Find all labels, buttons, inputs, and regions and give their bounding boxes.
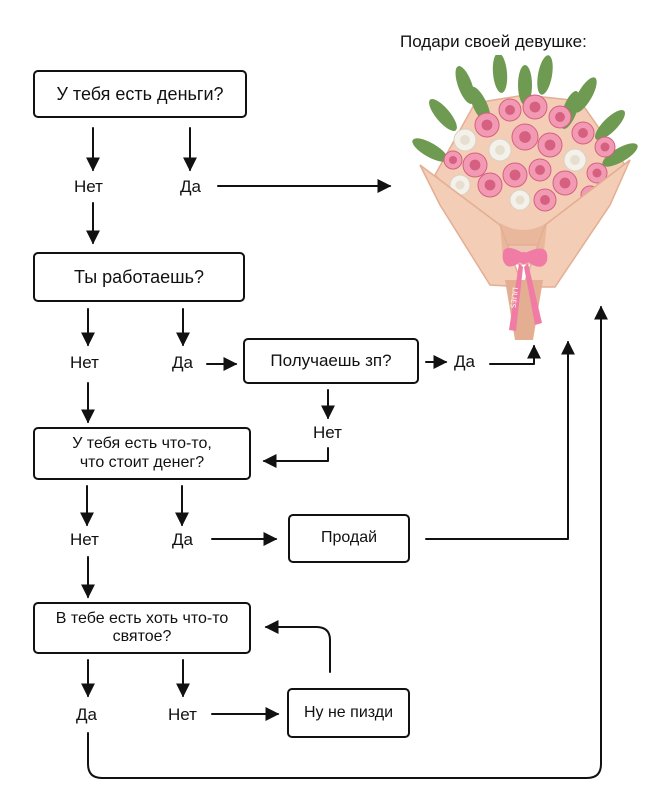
arrow-sell-to-bouquet bbox=[425, 340, 575, 540]
leaf bbox=[518, 65, 532, 105]
question-money-text: У тебя есть деньги? bbox=[56, 83, 224, 104]
flower bbox=[548, 105, 572, 129]
leaf bbox=[492, 55, 508, 93]
label-money-no: Нет bbox=[74, 177, 103, 196]
leaf bbox=[429, 99, 457, 131]
question-salary-box: Получаешь зп? bbox=[243, 338, 419, 384]
action-sell-box: Продай bbox=[288, 514, 410, 563]
label-work-yes: Да bbox=[172, 353, 193, 372]
action-sell-text: Продай bbox=[320, 529, 378, 547]
leaf bbox=[573, 77, 597, 113]
flower bbox=[563, 148, 587, 172]
flower bbox=[453, 128, 477, 152]
question-valuable-line1: У тебя есть что-то, bbox=[72, 435, 212, 453]
flower bbox=[522, 94, 548, 120]
flower bbox=[511, 123, 539, 151]
header-title: Подари своей девушке: bbox=[400, 32, 587, 51]
leaf bbox=[537, 55, 553, 95]
flower bbox=[594, 136, 616, 158]
flower bbox=[509, 189, 531, 211]
label-work-no: Нет bbox=[70, 353, 99, 372]
flower bbox=[502, 162, 528, 188]
arrow-salary-yes-to-bouquet bbox=[489, 344, 541, 365]
leaf bbox=[412, 138, 448, 162]
question-holy-line1: В тебе есть хоть что-то bbox=[55, 609, 229, 627]
question-salary-text: Получаешь зп? bbox=[270, 351, 392, 371]
flower bbox=[552, 170, 578, 196]
flower bbox=[537, 132, 563, 158]
question-work-box: Ты работаешь? bbox=[33, 252, 245, 302]
flower bbox=[474, 112, 500, 138]
answer-dont-lie-box: Ну не пизди bbox=[287, 688, 410, 738]
flower bbox=[462, 152, 488, 178]
question-holy-line2: святое? bbox=[112, 628, 172, 645]
flower bbox=[528, 158, 552, 182]
label-holy-no: Нет bbox=[168, 705, 197, 724]
flower bbox=[443, 150, 463, 170]
answer-dont-lie-text: Ну не пизди bbox=[303, 703, 394, 721]
leaf bbox=[602, 143, 638, 167]
question-holy-box: В тебе есть хоть что-то святое? bbox=[33, 602, 251, 654]
leaf bbox=[595, 110, 625, 140]
question-work-text: Ты работаешь? bbox=[74, 266, 204, 287]
label-valuable-no: Нет bbox=[70, 530, 99, 549]
arrow-dont-lie-back bbox=[264, 620, 331, 673]
label-salary-no: Нет bbox=[313, 423, 342, 442]
flower bbox=[488, 138, 512, 162]
label-valuable-yes: Да bbox=[172, 530, 193, 549]
flower bbox=[586, 162, 608, 184]
flower bbox=[533, 188, 557, 212]
question-valuable-line2: что стоит денег? bbox=[79, 453, 205, 471]
flower bbox=[449, 174, 471, 196]
label-money-yes: Да bbox=[180, 177, 201, 196]
label-holy-yes: Да bbox=[76, 705, 97, 724]
flower-bouquet-icon: LILIES bbox=[412, 55, 638, 340]
flower bbox=[571, 121, 595, 145]
arrow-salary-no-to-valuable bbox=[262, 447, 329, 468]
flower bbox=[477, 172, 503, 198]
question-money-box: У тебя есть деньги? bbox=[33, 70, 247, 118]
question-valuable-box: У тебя есть что-то, что стоит денег? bbox=[33, 427, 251, 480]
arrow-holy-yes-to-bouquet bbox=[87, 305, 608, 779]
svg-text:LILIES: LILIES bbox=[508, 287, 519, 309]
label-salary-yes: Да bbox=[454, 352, 475, 371]
flower bbox=[498, 98, 522, 122]
